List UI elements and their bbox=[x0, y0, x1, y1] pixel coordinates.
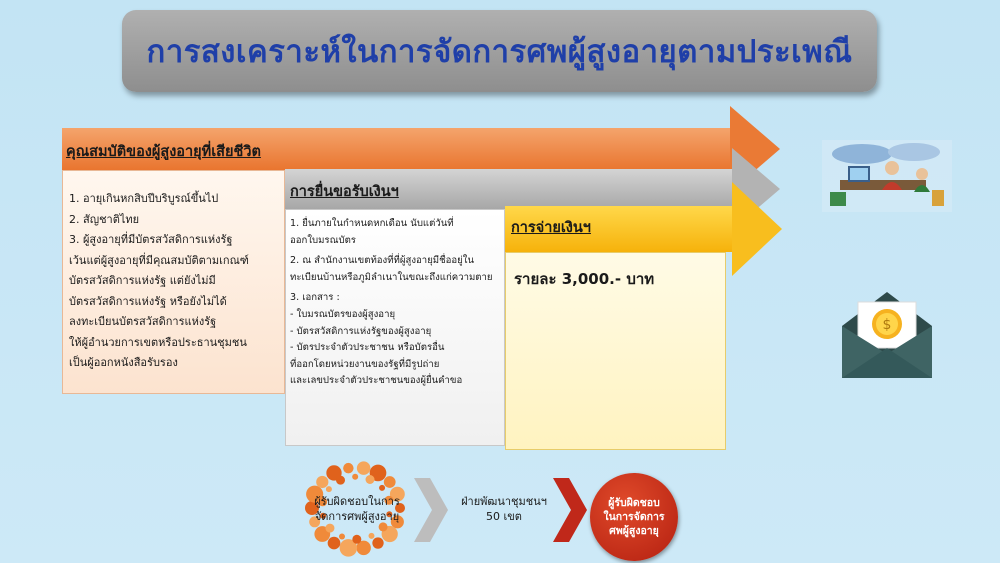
qualification-line: บัตรสวัสดิการแห่งรัฐ หรือยังไม่ได้ bbox=[69, 294, 227, 308]
decorative-dot bbox=[343, 462, 354, 474]
flow-step2-line: ฝ่ายพัฒนาชุมชนฯ bbox=[461, 495, 547, 508]
flow-step3-line: ในการจัดการ bbox=[603, 511, 665, 523]
application-heading-wrap: การยื่นขอรับเงินฯ bbox=[290, 180, 399, 203]
application-line: - บัตรประจำตัวประชาชน หรือบัตรอื่น bbox=[290, 342, 445, 354]
payment-box: รายละ 3,000.- บาท bbox=[505, 252, 726, 450]
responsible-person-dots-graphic bbox=[300, 458, 412, 558]
decorative-dot bbox=[386, 511, 393, 518]
decorative-dot bbox=[356, 461, 371, 475]
decorative-dot bbox=[389, 486, 405, 502]
qualification-line: เว้นแต่ผู้สูงอายุที่มีคุณสมบัติตามเกณฑ์ bbox=[69, 253, 249, 267]
decorative-dot bbox=[306, 485, 324, 503]
decorative-dot bbox=[336, 475, 346, 485]
decorative-dot bbox=[378, 522, 388, 532]
decorative-dot bbox=[338, 533, 345, 540]
decorative-dot bbox=[352, 473, 359, 480]
flow-step3-line: ศพผู้สูงอายุ bbox=[609, 525, 659, 537]
flow-step1-line: ผู้รับผิดชอบในการ bbox=[314, 495, 400, 508]
qualification-line: ลงทะเบียนบัตรสวัสดิการแห่งรัฐ bbox=[69, 315, 217, 328]
page-title: การสงเคราะห์ในการจัดการศพผู้สูงอายุตามปร… bbox=[146, 34, 853, 70]
flow-step1-text: ผู้รับผิดชอบในการ จัดการศพผู้สูงอายุ bbox=[309, 494, 405, 524]
decorative-dot bbox=[383, 476, 396, 488]
flow-step2-text: ฝ่ายพัฒนาชุมชนฯ 50 เขต bbox=[448, 494, 560, 524]
decorative-dot bbox=[327, 536, 341, 550]
decorative-dot bbox=[395, 503, 405, 513]
qualification-line: 3. ผู้สูงอายุที่มีบัตรสวัสดิการแห่งรัฐ bbox=[69, 233, 233, 246]
office-worker-clipart-icon bbox=[822, 140, 952, 212]
decorative-dot bbox=[316, 475, 329, 489]
responsible-person-circle: ผู้รับผิดชอบ ในการจัดการ ศพผู้สูงอายุ bbox=[590, 473, 678, 561]
decorative-dot bbox=[305, 501, 319, 515]
decorative-dot bbox=[356, 540, 371, 556]
payment-amount: รายละ 3,000.- บาท bbox=[514, 270, 655, 288]
decorative-dot bbox=[372, 537, 384, 549]
qualifications-heading-wrap: คุณสมบัติของผู้สูงอายุที่เสียชีวิต bbox=[66, 140, 261, 163]
title-banner: การสงเคราะห์ในการจัดการศพผู้สูงอายุตามปร… bbox=[122, 10, 877, 92]
payment-heading: การจ่ายเงินฯ bbox=[511, 220, 591, 236]
decorative-dot bbox=[379, 484, 386, 491]
application-line: และเลขประจำตัวประชาชนของผู้ยื่นคำขอ bbox=[290, 375, 463, 387]
flow-step2-line: 50 เขต bbox=[486, 510, 522, 523]
payment-arrow-band bbox=[505, 206, 732, 252]
svg-text:$: $ bbox=[883, 317, 892, 333]
application-line: 3. เอกสาร : bbox=[290, 292, 340, 304]
qualifications-box: 1. อายุเกินหกสิบปีบริบูรณ์ขึ้นไป 2. สัญช… bbox=[62, 170, 285, 394]
application-line: - ใบมรณบัตรของผู้สูงอายุ bbox=[290, 308, 396, 320]
decorative-dot bbox=[325, 523, 335, 533]
decorative-dot bbox=[320, 512, 327, 519]
qualification-line: 1. อายุเกินหกสิบปีบริบูรณ์ขึ้นไป bbox=[69, 192, 219, 205]
chevron-right-icon bbox=[553, 478, 587, 546]
decorative-dot bbox=[352, 534, 362, 544]
qualification-line: ให้ผู้อำนวยการเขตหรือประธานชุมชน bbox=[69, 335, 247, 349]
application-line: 1. ยื่นภายในกำหนดหกเดือน นับแต่วันที่ bbox=[290, 218, 454, 229]
decorative-dot bbox=[390, 515, 404, 529]
money-envelope-icon: $ bbox=[842, 288, 932, 380]
decorative-dot bbox=[365, 474, 375, 484]
decorative-dot bbox=[318, 497, 328, 507]
payment-arrow-head bbox=[732, 182, 782, 276]
qualifications-heading: คุณสมบัติของผู้สูงอายุที่เสียชีวิต bbox=[66, 144, 261, 160]
flow-step3-line: ผู้รับผิดชอบ bbox=[608, 497, 660, 509]
chevron-right-icon bbox=[414, 478, 448, 546]
decorative-dot bbox=[309, 516, 321, 528]
decorative-dot bbox=[384, 495, 394, 505]
application-box: 1. ยื่นภายในกำหนดหกเดือน นับแต่วันที่ ออ… bbox=[285, 209, 505, 446]
application-arrow-band bbox=[285, 169, 732, 209]
decorative-dot bbox=[368, 532, 375, 539]
application-line: 2. ณ สำนักงานเขตท้องที่ที่ผู้สูงอายุมีชื… bbox=[290, 255, 475, 267]
application-line: ทะเบียนบ้านหรือภูมิลำเนาในขณะถึงแก่ความต… bbox=[290, 271, 493, 283]
qualification-line: บัตรสวัสดิการแห่งรัฐ แต่ยังไม่มี bbox=[69, 274, 216, 287]
application-line: - บัตรสวัสดิการแห่งรัฐของผู้สูงอายุ bbox=[290, 325, 432, 337]
application-heading: การยื่นขอรับเงินฯ bbox=[290, 184, 399, 200]
application-line: ออกใบมรณบัตร bbox=[290, 234, 356, 246]
qualification-line: เป็นผู้ออกหนังสือรับรอง bbox=[69, 356, 178, 369]
decorative-dot bbox=[339, 539, 358, 557]
flow-step1-line: จัดการศพผู้สูงอายุ bbox=[314, 510, 400, 523]
decorative-dot bbox=[325, 486, 332, 493]
qualification-line: 2. สัญชาติไทย bbox=[69, 212, 140, 226]
qualifications-arrow-band bbox=[62, 128, 730, 170]
decorative-dot bbox=[369, 464, 387, 482]
application-line: ที่ออกโดยหน่วยงานของรัฐที่มีรูปถ่าย bbox=[290, 358, 440, 370]
payment-heading-wrap: การจ่ายเงินฯ bbox=[511, 216, 591, 239]
